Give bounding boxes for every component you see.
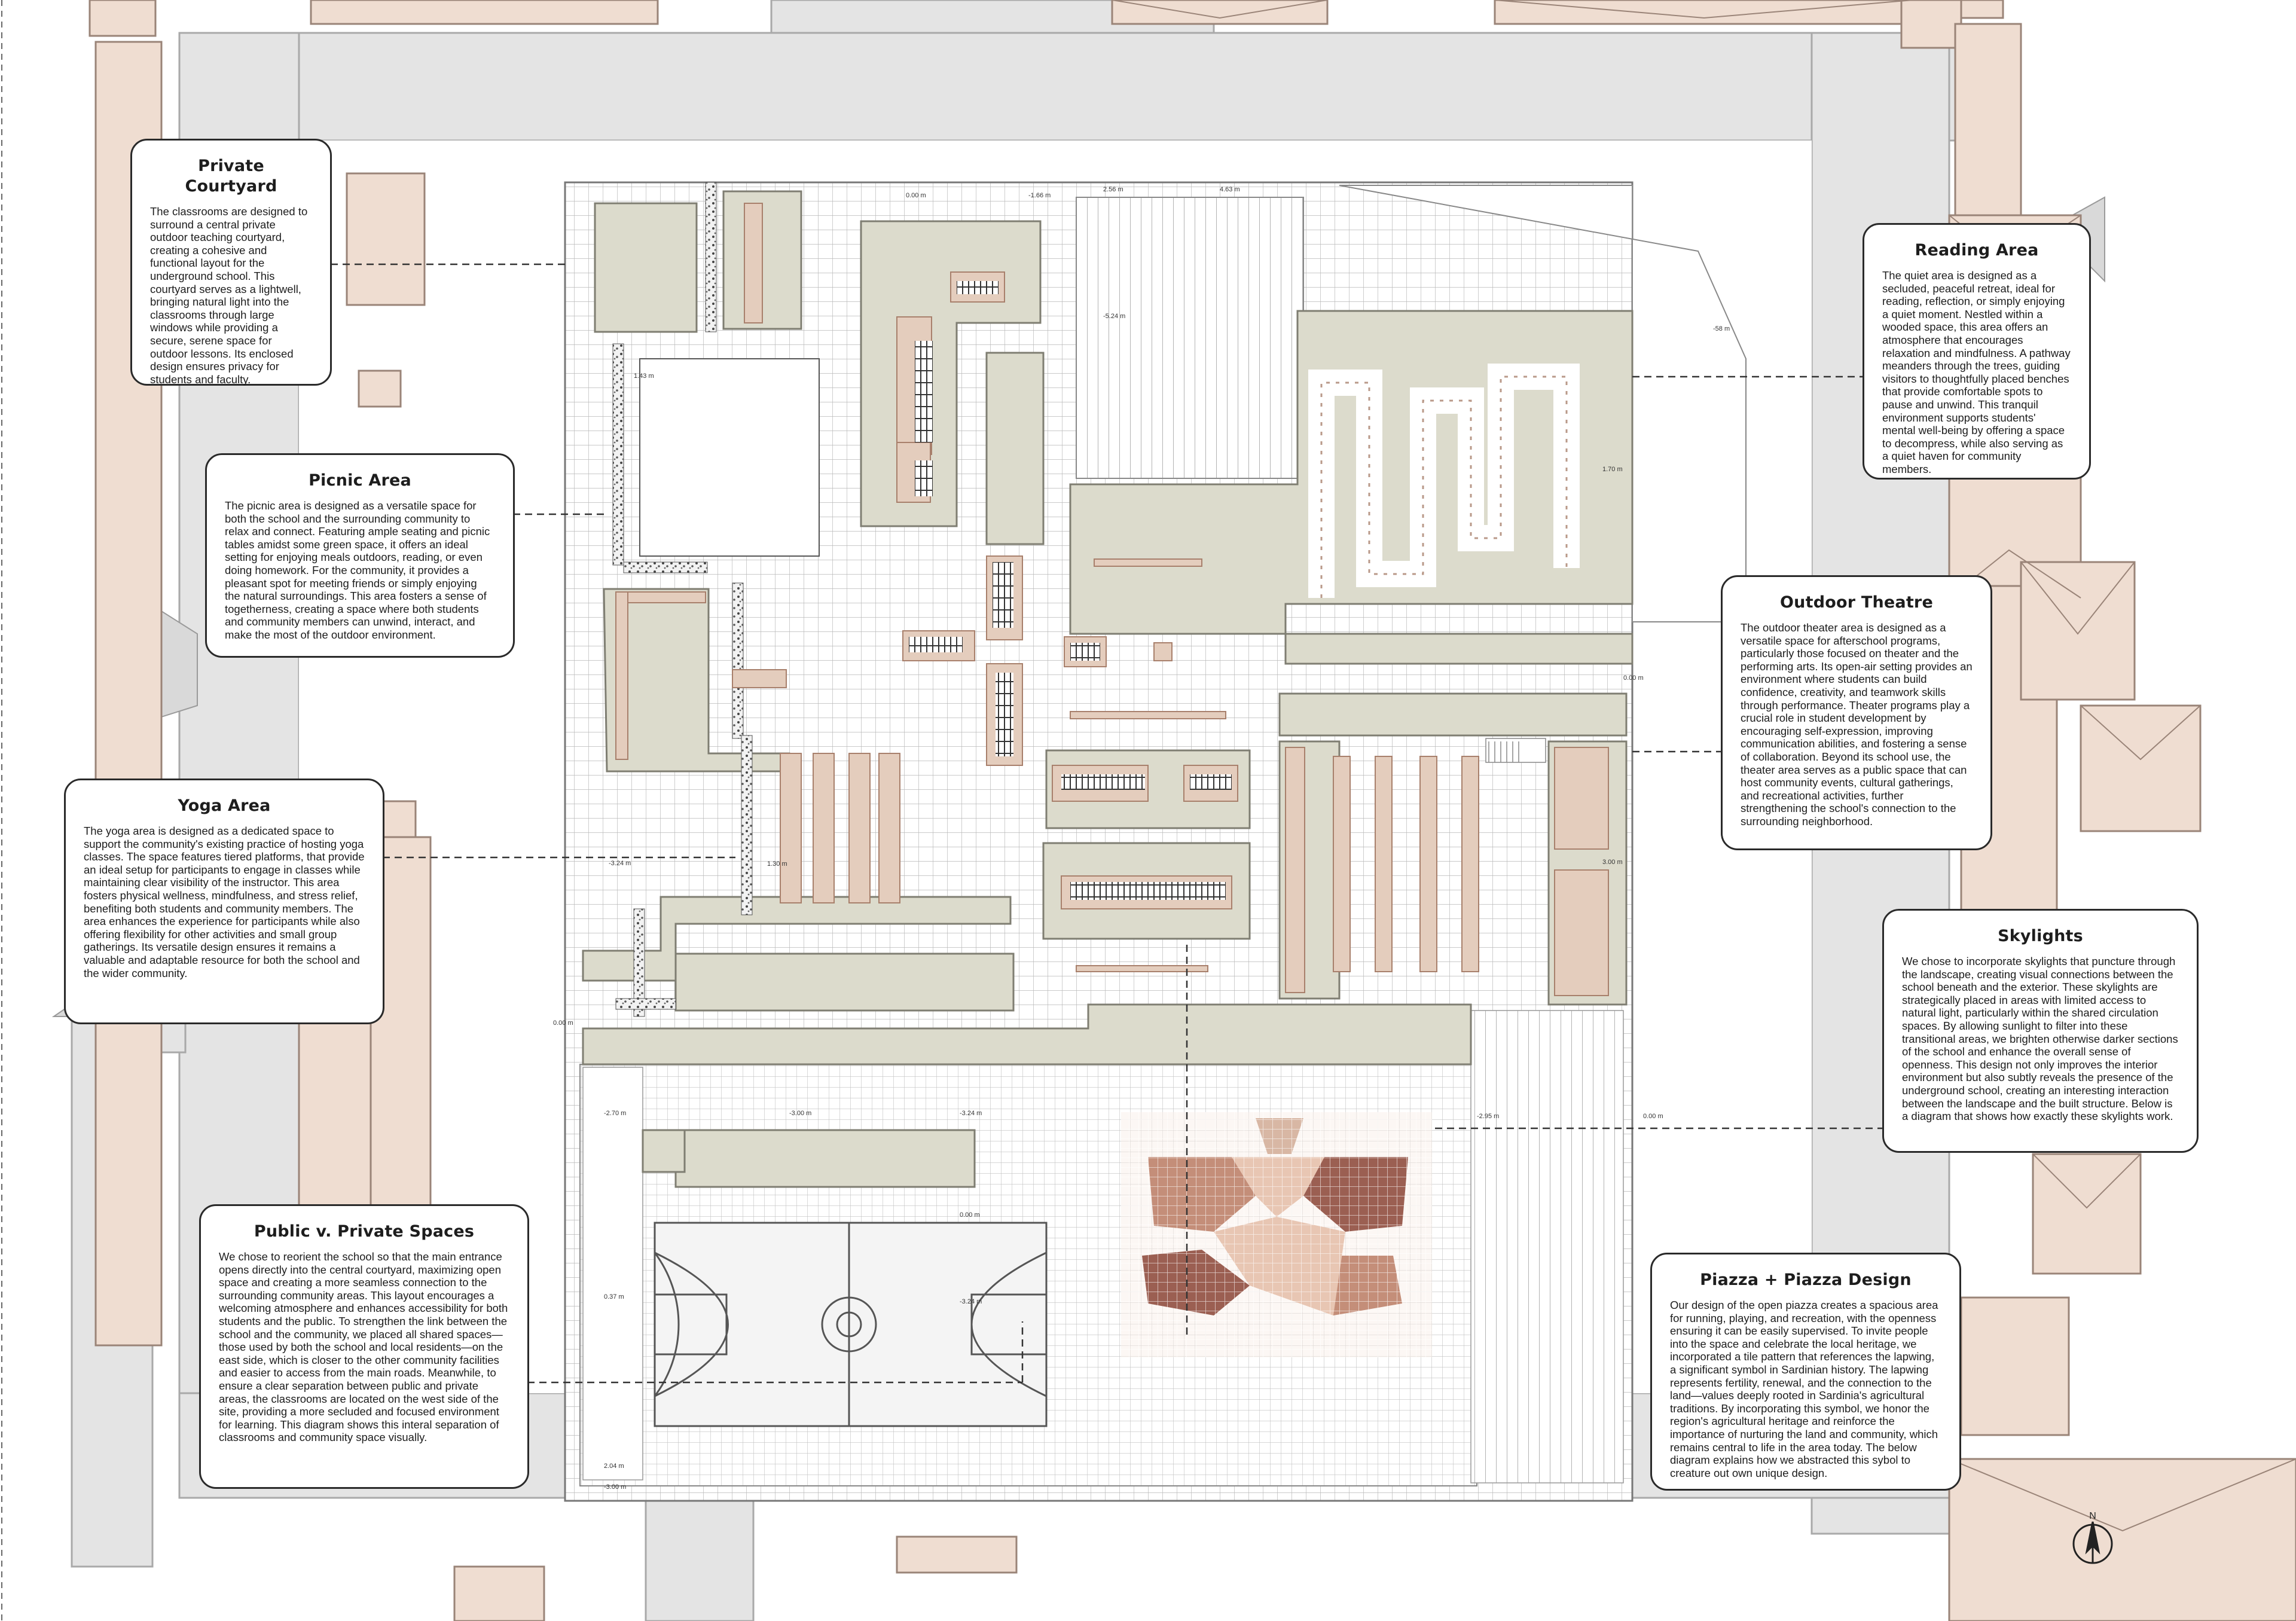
picnic-area-title: Picnic Area	[309, 471, 411, 490]
public-private-box: Public v. Private Spaces We chose to reo…	[199, 1204, 529, 1489]
skylights-box: Skylights We chose to incorporate skylig…	[1882, 909, 2199, 1153]
basketball-court	[654, 1222, 1048, 1427]
skylights-text: We chose to incorporate skylights that p…	[1902, 955, 2178, 1123]
piazza-text: Our design of the open piazza creates a …	[1670, 1299, 1938, 1479]
private-courtyard-box: Private Courtyard The classrooms are des…	[130, 139, 332, 386]
piazza-title: Piazza + Piazza Design	[1700, 1271, 1912, 1289]
level-markers: 0.00 m -1.66 m 4.63 m 2.56 m -5.24 m -58…	[553, 186, 1730, 1491]
yoga-area-box: Yoga Area The yoga area is designed as a…	[64, 779, 384, 1024]
level-marker: 0.00 m	[1643, 1113, 1663, 1120]
level-marker: 0.00 m	[1623, 674, 1644, 682]
public-private-text: We chose to reorient the school so that …	[219, 1250, 508, 1444]
private-courtyard-title: Private Courtyard	[185, 157, 277, 196]
theatre-steps	[1485, 738, 1546, 763]
north-arrow	[2072, 1521, 2113, 1564]
level-marker: -3.24 m	[960, 1110, 982, 1117]
level-marker: 0.00 m	[553, 1019, 573, 1027]
level-marker: 4.63 m	[1220, 186, 1240, 193]
bench-slats	[909, 281, 1232, 900]
reading-area-title: Reading Area	[1915, 241, 2039, 260]
yoga-area-text: The yoga area is designed as a dedicated…	[84, 825, 365, 979]
level-marker: 2.04 m	[604, 1463, 624, 1470]
private-courtyard-text: The classrooms are designed to surround …	[150, 205, 308, 386]
outdoor-theatre-text: The outdoor theater area is designed as …	[1741, 621, 1973, 828]
level-marker: 3.00 m	[1602, 859, 1623, 866]
level-marker: 1.70 m	[1602, 466, 1623, 473]
level-marker: -3.24 m	[960, 1298, 982, 1305]
level-marker: 1.43 m	[634, 373, 654, 380]
level-marker: -2.70 m	[604, 1110, 626, 1117]
level-marker: -3.00 m	[789, 1110, 811, 1117]
level-marker: -1.66 m	[1028, 192, 1051, 199]
public-private-title: Public v. Private Spaces	[254, 1222, 475, 1241]
level-marker: -5.24 m	[1103, 313, 1125, 320]
level-marker: 0.37 m	[604, 1293, 624, 1301]
level-marker: 0.00 m	[960, 1211, 980, 1219]
reading-area-box: Reading Area The quiet area is designed …	[1863, 223, 2091, 480]
leader-lines	[331, 263, 1883, 1384]
level-marker: 0.00 m	[906, 192, 926, 199]
piazza-pattern	[1121, 1112, 1432, 1357]
level-marker: -2.95 m	[1477, 1113, 1499, 1120]
level-marker: -3.24 m	[609, 860, 631, 867]
reading-area-text: The quiet area is designed as a secluded…	[1882, 269, 2071, 475]
benches	[615, 203, 1609, 996]
picnic-area-box: Picnic Area The picnic area is designed …	[205, 453, 515, 658]
outdoor-theatre-box: Outdoor Theatre The outdoor theater area…	[1721, 575, 1992, 850]
level-marker: 2.56 m	[1103, 186, 1123, 193]
skylights-title: Skylights	[1998, 927, 2083, 945]
level-marker: -3.00 m	[604, 1483, 626, 1491]
level-marker: 1.30 m	[767, 860, 787, 868]
reading-path	[1308, 364, 1580, 598]
outdoor-theatre-title: Outdoor Theatre	[1780, 593, 1933, 612]
picnic-area-text: The picnic area is designed as a versati…	[225, 499, 490, 641]
piazza-box: Piazza + Piazza Design Our design of the…	[1650, 1253, 1961, 1491]
picnic-tiles	[639, 358, 820, 557]
yoga-area-title: Yoga Area	[178, 796, 271, 815]
level-marker: -58 m	[1713, 325, 1730, 332]
north-label: N	[2089, 1511, 2096, 1521]
gravel-borders	[612, 182, 753, 1017]
